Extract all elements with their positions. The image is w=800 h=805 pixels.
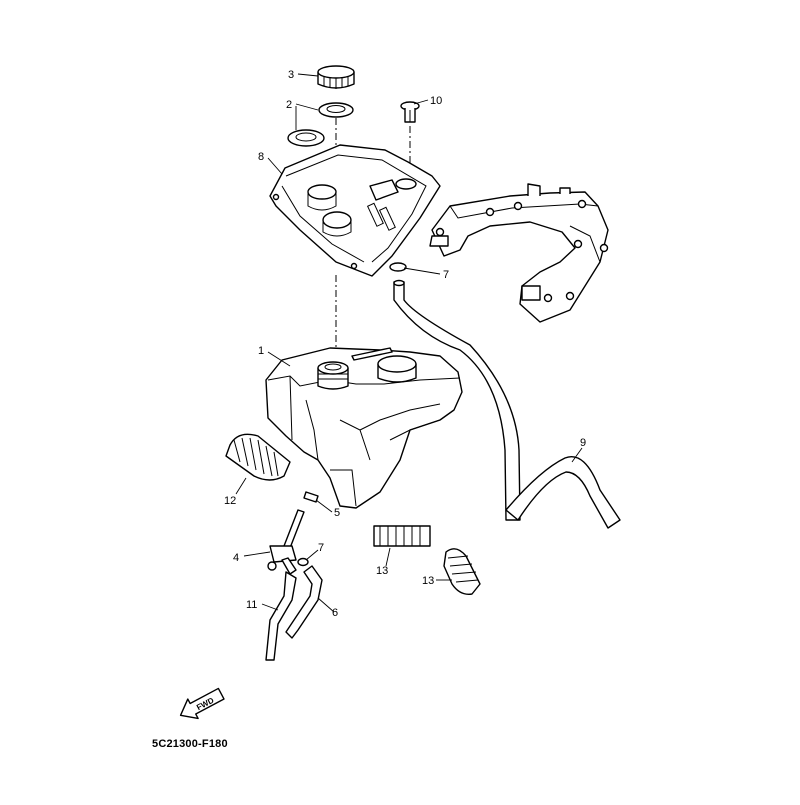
callout-2: 2 <box>286 99 292 111</box>
rubber-damper-13a <box>373 525 431 547</box>
hose-fitting <box>303 491 319 503</box>
rubber-damper <box>225 433 291 481</box>
fuel-tank <box>265 347 463 509</box>
fuel-cap <box>317 65 355 89</box>
callout-1: 1 <box>258 345 264 357</box>
leader-lines <box>235 73 583 613</box>
callout-10: 10 <box>430 95 442 107</box>
drain-hose <box>265 571 297 661</box>
gasket-upper <box>318 102 354 118</box>
fuel-hose <box>285 565 323 639</box>
callout-13-right: 13 <box>422 575 434 587</box>
callout-11: 11 <box>246 599 257 611</box>
rivet-clip <box>400 101 420 123</box>
callout-4: 4 <box>233 552 239 564</box>
callout-13-left: 13 <box>376 565 388 577</box>
rubber-damper-13b <box>443 548 481 595</box>
callout-5: 5 <box>334 507 340 519</box>
hose-clip-lower <box>297 557 309 567</box>
callout-6: 6 <box>332 607 338 619</box>
callout-9: 9 <box>580 437 586 449</box>
hose-clip-upper <box>389 262 407 272</box>
callout-8: 8 <box>258 151 264 163</box>
tank-cover <box>269 144 441 277</box>
breather-hose <box>393 279 621 529</box>
fuel-cock <box>267 509 305 575</box>
callout-3: 3 <box>288 69 294 81</box>
callout-labels: 3 2 10 8 7 1 9 12 5 4 7 11 6 13 13 <box>224 69 586 619</box>
mounting-bracket <box>429 183 609 323</box>
callout-12: 12 <box>224 495 236 507</box>
gasket-lower <box>287 129 325 147</box>
diagram-reference-code: 5C21300-F180 <box>152 738 228 750</box>
callout-7-upper: 7 <box>443 269 449 281</box>
callout-7-lower: 7 <box>318 542 324 554</box>
fwd-arrow-icon: FWD <box>179 687 225 720</box>
